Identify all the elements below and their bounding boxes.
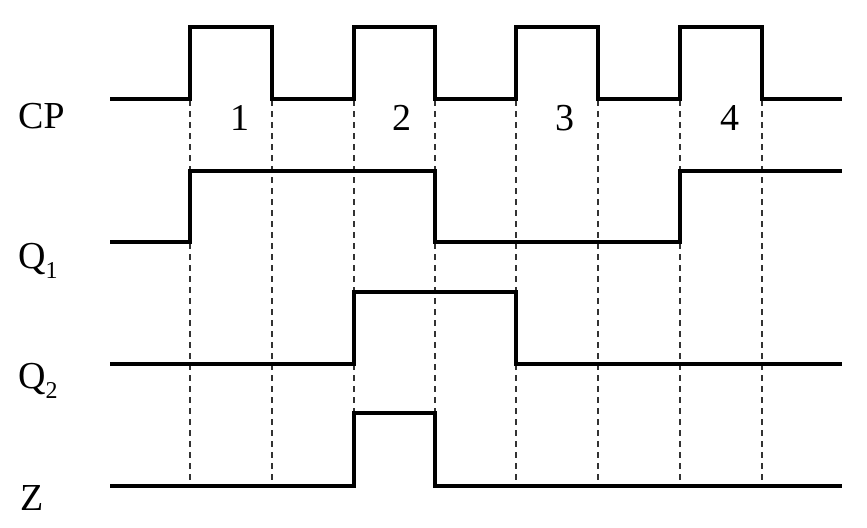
cp-label: CP <box>18 95 64 137</box>
q1-waveform <box>110 169 842 244</box>
q2-waveform <box>110 290 842 366</box>
waveforms <box>110 25 842 488</box>
pulse-label-4: 4 <box>720 97 739 139</box>
z-label: Z <box>20 477 43 519</box>
pulse-label-3: 3 <box>555 97 574 139</box>
q2-label: Q2 <box>18 355 57 404</box>
pulse-label-1: 1 <box>230 97 249 139</box>
z-waveform <box>110 411 842 488</box>
cp-waveform <box>110 25 842 101</box>
q1-label: Q1 <box>18 235 57 284</box>
pulse-label-2: 2 <box>392 97 411 139</box>
